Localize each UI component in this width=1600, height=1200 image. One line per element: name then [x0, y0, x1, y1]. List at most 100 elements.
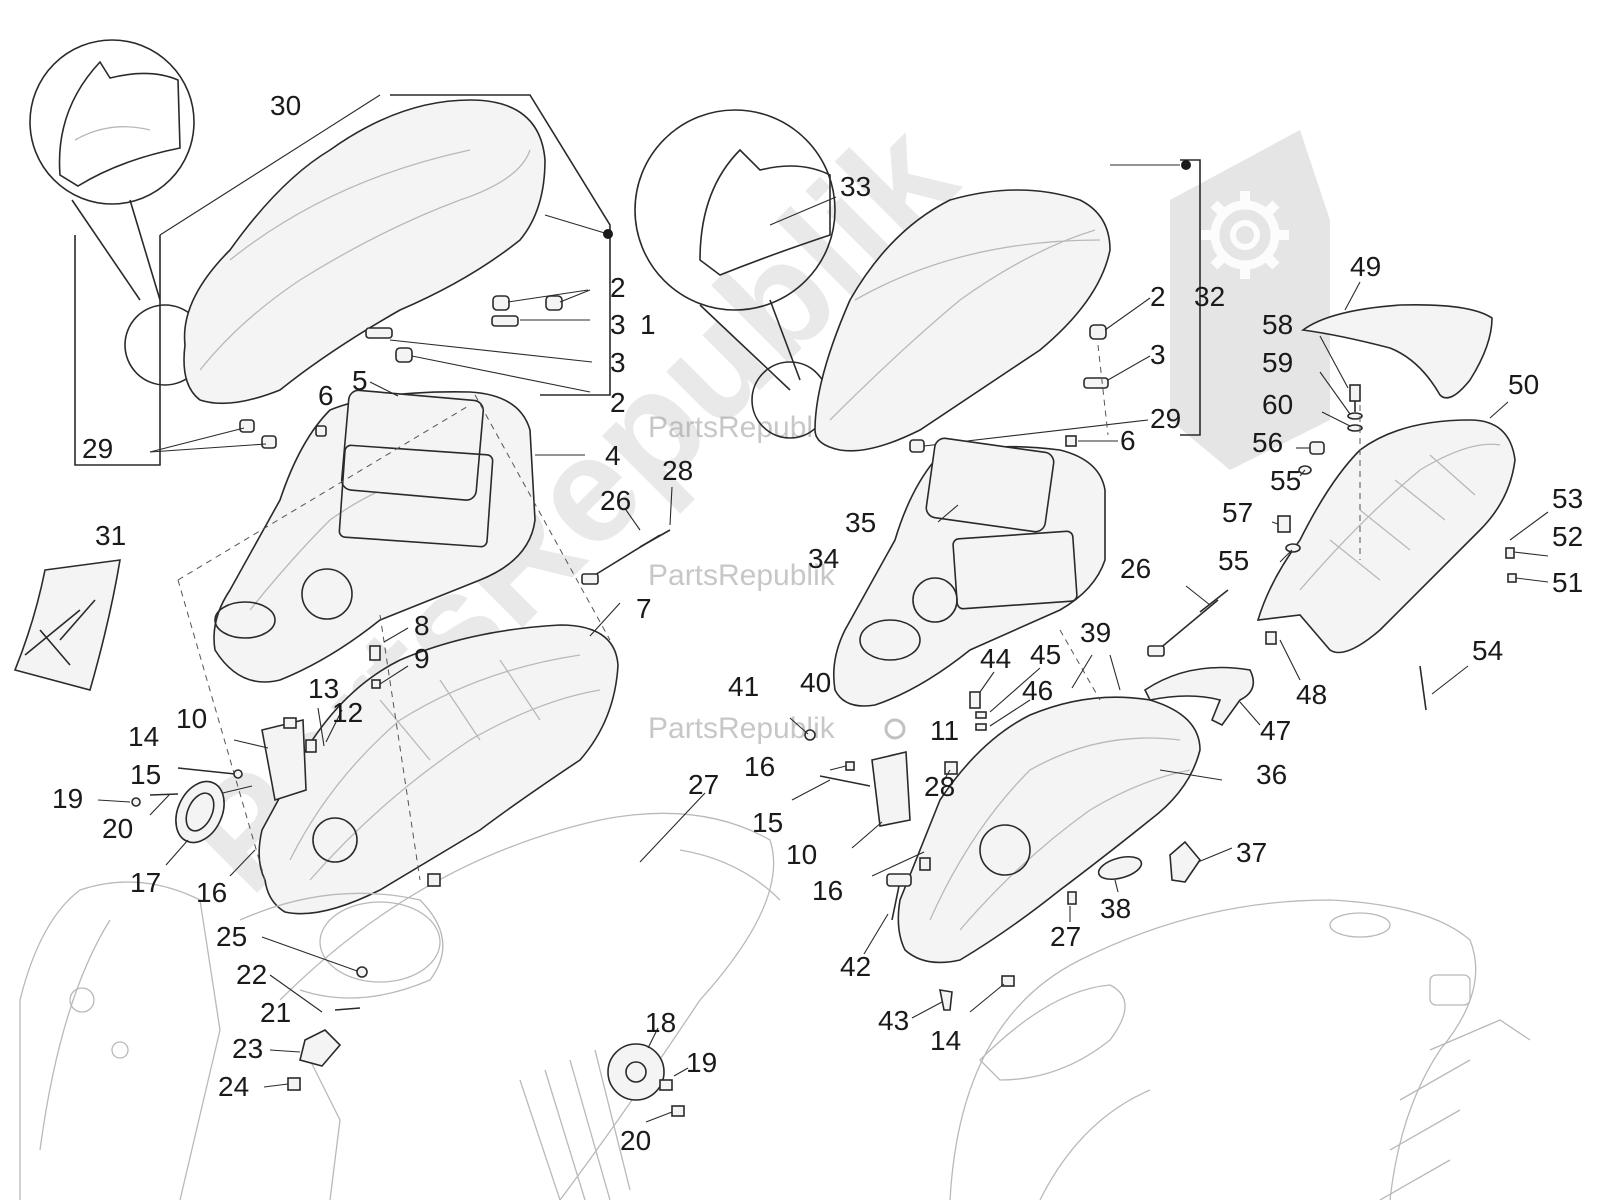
callout-6b: 6: [1120, 425, 1136, 456]
callout-8: 8: [414, 610, 430, 641]
seat-left: [183, 99, 546, 405]
callout-57: 57: [1222, 497, 1253, 528]
cap-18: [607, 1043, 665, 1101]
latch-21: [299, 1029, 342, 1067]
tray-lid-5: [340, 389, 485, 501]
seat-cover-detail-right: [699, 148, 831, 276]
callout-2b: 2: [610, 387, 626, 418]
callout-49: 49: [1350, 251, 1381, 282]
callout-25: 25: [216, 921, 247, 952]
callout-14b: 14: [930, 1025, 961, 1056]
callout-29b: 29: [1150, 403, 1181, 434]
callout-36: 36: [1256, 759, 1287, 790]
callout-38: 38: [1100, 893, 1131, 924]
callout-43: 43: [878, 1005, 909, 1036]
seat-detail-circle-left: [29, 39, 195, 205]
callout-40: 40: [800, 667, 831, 698]
callout-35: 35: [845, 507, 876, 538]
callout-22: 22: [236, 959, 267, 990]
callout-10a: 10: [176, 703, 207, 734]
watermark-gear-icon: [1201, 191, 1289, 279]
callout-labels: 30 2 1 3 3 2 6 5 29 4 28 26 31 7 8 9 13 …: [52, 90, 1583, 1156]
callout-20a: 20: [102, 813, 133, 844]
callout-34: 34: [808, 543, 839, 574]
callout-42: 42: [840, 951, 871, 982]
callout-30: 30: [270, 90, 301, 121]
callout-44: 44: [980, 643, 1011, 674]
callout-23: 23: [232, 1033, 263, 1064]
callout-46: 46: [1022, 675, 1053, 706]
callout-6a: 6: [318, 380, 334, 411]
watermark-flag-shape: [1170, 130, 1330, 470]
callout-27b: 27: [1050, 921, 1081, 952]
callout-2c: 2: [1150, 281, 1166, 312]
cover-38: [1097, 855, 1143, 881]
callout-3a: 3: [610, 309, 626, 340]
callout-3c: 3: [1150, 339, 1166, 370]
callout-16c: 16: [812, 875, 843, 906]
callout-32: 32: [1194, 281, 1225, 312]
rear-rack-50: [1256, 419, 1516, 654]
callout-9: 9: [414, 643, 430, 674]
callout-3b: 3: [610, 347, 626, 378]
callout-53: 53: [1552, 483, 1583, 514]
seat-base-left: [258, 624, 619, 915]
callout-18: 18: [645, 1007, 676, 1038]
callout-37: 37: [1236, 837, 1267, 868]
callout-15b: 15: [752, 807, 783, 838]
callout-14a: 14: [128, 721, 159, 752]
seat-detail-circle-right: [634, 109, 836, 311]
tray-lid-35: [925, 437, 1055, 533]
watermark-brand-3: PartsRepublik: [648, 712, 836, 745]
callout-19a: 19: [52, 783, 83, 814]
callout-47: 47: [1260, 715, 1291, 746]
callout-7: 7: [636, 593, 652, 624]
callout-21: 21: [260, 997, 291, 1028]
callout-58: 58: [1262, 309, 1293, 340]
callout-27a: 27: [688, 769, 719, 800]
callout-52: 52: [1552, 521, 1583, 552]
callout-26b: 26: [1120, 553, 1151, 584]
cover-37: [1169, 840, 1202, 883]
scooter-body-left: [19, 812, 781, 1200]
watermark-brand-2: PartsRepublik: [648, 559, 836, 592]
callout-10b: 10: [786, 839, 817, 870]
callout-45: 45: [1030, 639, 1061, 670]
callout-17: 17: [130, 867, 161, 898]
callout-19b: 19: [686, 1047, 717, 1078]
hinge-right: [871, 751, 911, 827]
callout-26a: 26: [600, 485, 631, 516]
right-assembly: [634, 109, 1549, 1200]
callout-50: 50: [1508, 369, 1539, 400]
callout-20b: 20: [620, 1125, 651, 1156]
callout-33: 33: [840, 171, 871, 202]
callout-29a: 29: [82, 433, 113, 464]
gas-strut-left: [581, 529, 671, 585]
watermark-brand-1: PartsRepublik: [648, 411, 836, 444]
callout-56: 56: [1252, 427, 1283, 458]
callout-59: 59: [1262, 347, 1293, 378]
callout-48: 48: [1296, 679, 1327, 710]
callout-4: 4: [605, 440, 621, 471]
callout-41: 41: [728, 671, 759, 702]
callout-51: 51: [1552, 567, 1583, 598]
callout-15a: 15: [130, 759, 161, 790]
rear-seat-pad-49: [1300, 303, 1493, 399]
callout-39: 39: [1080, 617, 1111, 648]
callout-1: 1: [640, 309, 656, 340]
seat-bumpers-left: [239, 295, 563, 449]
callout-11: 11: [930, 715, 959, 746]
callout-60: 60: [1262, 389, 1293, 420]
callout-2a: 2: [610, 272, 626, 303]
callout-16b: 16: [744, 751, 775, 782]
tool-kit-bag: [13, 559, 121, 691]
callout-55b: 55: [1218, 545, 1249, 576]
seat-base-right: [897, 696, 1201, 964]
seat-cover-detail-left: [58, 60, 181, 187]
seat-right: [814, 189, 1111, 452]
scooter-body-right: [949, 899, 1531, 1200]
callout-28b: 28: [924, 771, 955, 802]
callout-12: 12: [332, 697, 363, 728]
callout-5: 5: [352, 365, 368, 396]
